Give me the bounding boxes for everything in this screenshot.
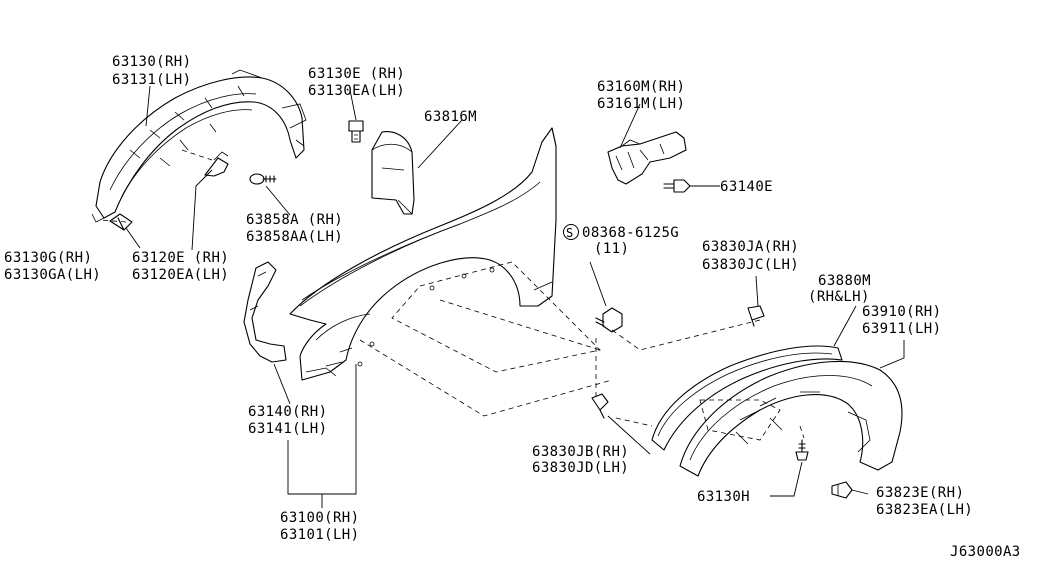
fender-bracket-63140 bbox=[243, 261, 287, 363]
label-63130ea-lh: 63130EA(LH) bbox=[308, 83, 405, 99]
label-63858aa-lh: 63858AA(LH) bbox=[246, 229, 343, 245]
assembly-dashed-lines bbox=[359, 261, 805, 441]
label-63140-rh: 63140(RH) bbox=[248, 404, 327, 420]
label-63131-lh: 63131(LH) bbox=[112, 72, 191, 88]
rear-liner-63880m bbox=[651, 345, 843, 451]
label-63130e-rh: 63130E (RH) bbox=[308, 66, 405, 82]
label-63911-lh: 63911(LH) bbox=[862, 321, 941, 337]
label-63130-rh: 63130(RH) bbox=[112, 54, 191, 70]
fender-liner-front bbox=[91, 69, 307, 223]
label-08368-qty: (11) bbox=[594, 241, 629, 257]
callout-labels: 63130(RH) 63131(LH) 63130E (RH) 63130EA(… bbox=[4, 54, 1021, 560]
label-63101-lh: 63101(LH) bbox=[280, 527, 359, 543]
label-63120e-rh: 63120E (RH) bbox=[132, 250, 229, 266]
label-63141-lh: 63141(LH) bbox=[248, 421, 327, 437]
bolt-08368 bbox=[595, 307, 623, 333]
clip-63830ja bbox=[747, 305, 765, 327]
clip-63130e bbox=[348, 120, 364, 143]
screw-63858a bbox=[249, 173, 277, 185]
diagram-id: J63000A3 bbox=[950, 544, 1021, 560]
leader-lines bbox=[125, 85, 905, 508]
label-63830jc-lh: 63830JC(LH) bbox=[702, 257, 799, 273]
label-63830jd-lh: 63830JD(LH) bbox=[532, 460, 629, 476]
label-63880m: 63880M bbox=[818, 273, 871, 289]
label-63823e-rh: 63823E(RH) bbox=[876, 485, 964, 501]
screw-symbol-letter: S bbox=[566, 226, 574, 240]
label-63120ea-lh: 63120EA(LH) bbox=[132, 267, 229, 283]
clip-63823e bbox=[831, 481, 853, 499]
label-63160m-rh: 63160M(RH) bbox=[597, 79, 685, 95]
bracket-63160m bbox=[607, 131, 687, 185]
label-63130g-rh: 63130G(RH) bbox=[4, 250, 92, 266]
label-63100-rh: 63100(RH) bbox=[280, 510, 359, 526]
label-63880m-side: (RH&LH) bbox=[808, 289, 870, 305]
label-63161m-lh: 63161M(LH) bbox=[597, 96, 685, 112]
liner-dashes bbox=[99, 149, 213, 223]
label-63823ea-lh: 63823EA(LH) bbox=[876, 502, 973, 518]
label-63816m: 63816M bbox=[424, 109, 477, 125]
fender-arch-63910 bbox=[679, 360, 903, 477]
screw-symbol: S bbox=[563, 224, 579, 240]
clip-63140e bbox=[663, 179, 691, 193]
label-63830ja-rh: 63830JA(RH) bbox=[702, 239, 799, 255]
splash-block-63816m bbox=[371, 131, 415, 215]
bracket-63120e bbox=[204, 151, 229, 177]
label-08368: 08368-6125G bbox=[582, 225, 679, 241]
label-63130h: 63130H bbox=[697, 489, 750, 505]
label-63140e: 63140E bbox=[720, 179, 773, 195]
label-63130ga-lh: 63130GA(LH) bbox=[4, 267, 101, 283]
label-63910-rh: 63910(RH) bbox=[862, 304, 941, 320]
screw-63130h bbox=[795, 439, 809, 461]
label-63830jb-rh: 63830JB(RH) bbox=[532, 444, 629, 460]
label-63858a-rh: 63858A (RH) bbox=[246, 212, 343, 228]
clip-63830jb bbox=[591, 393, 609, 419]
front-fender-63100 bbox=[289, 127, 557, 381]
